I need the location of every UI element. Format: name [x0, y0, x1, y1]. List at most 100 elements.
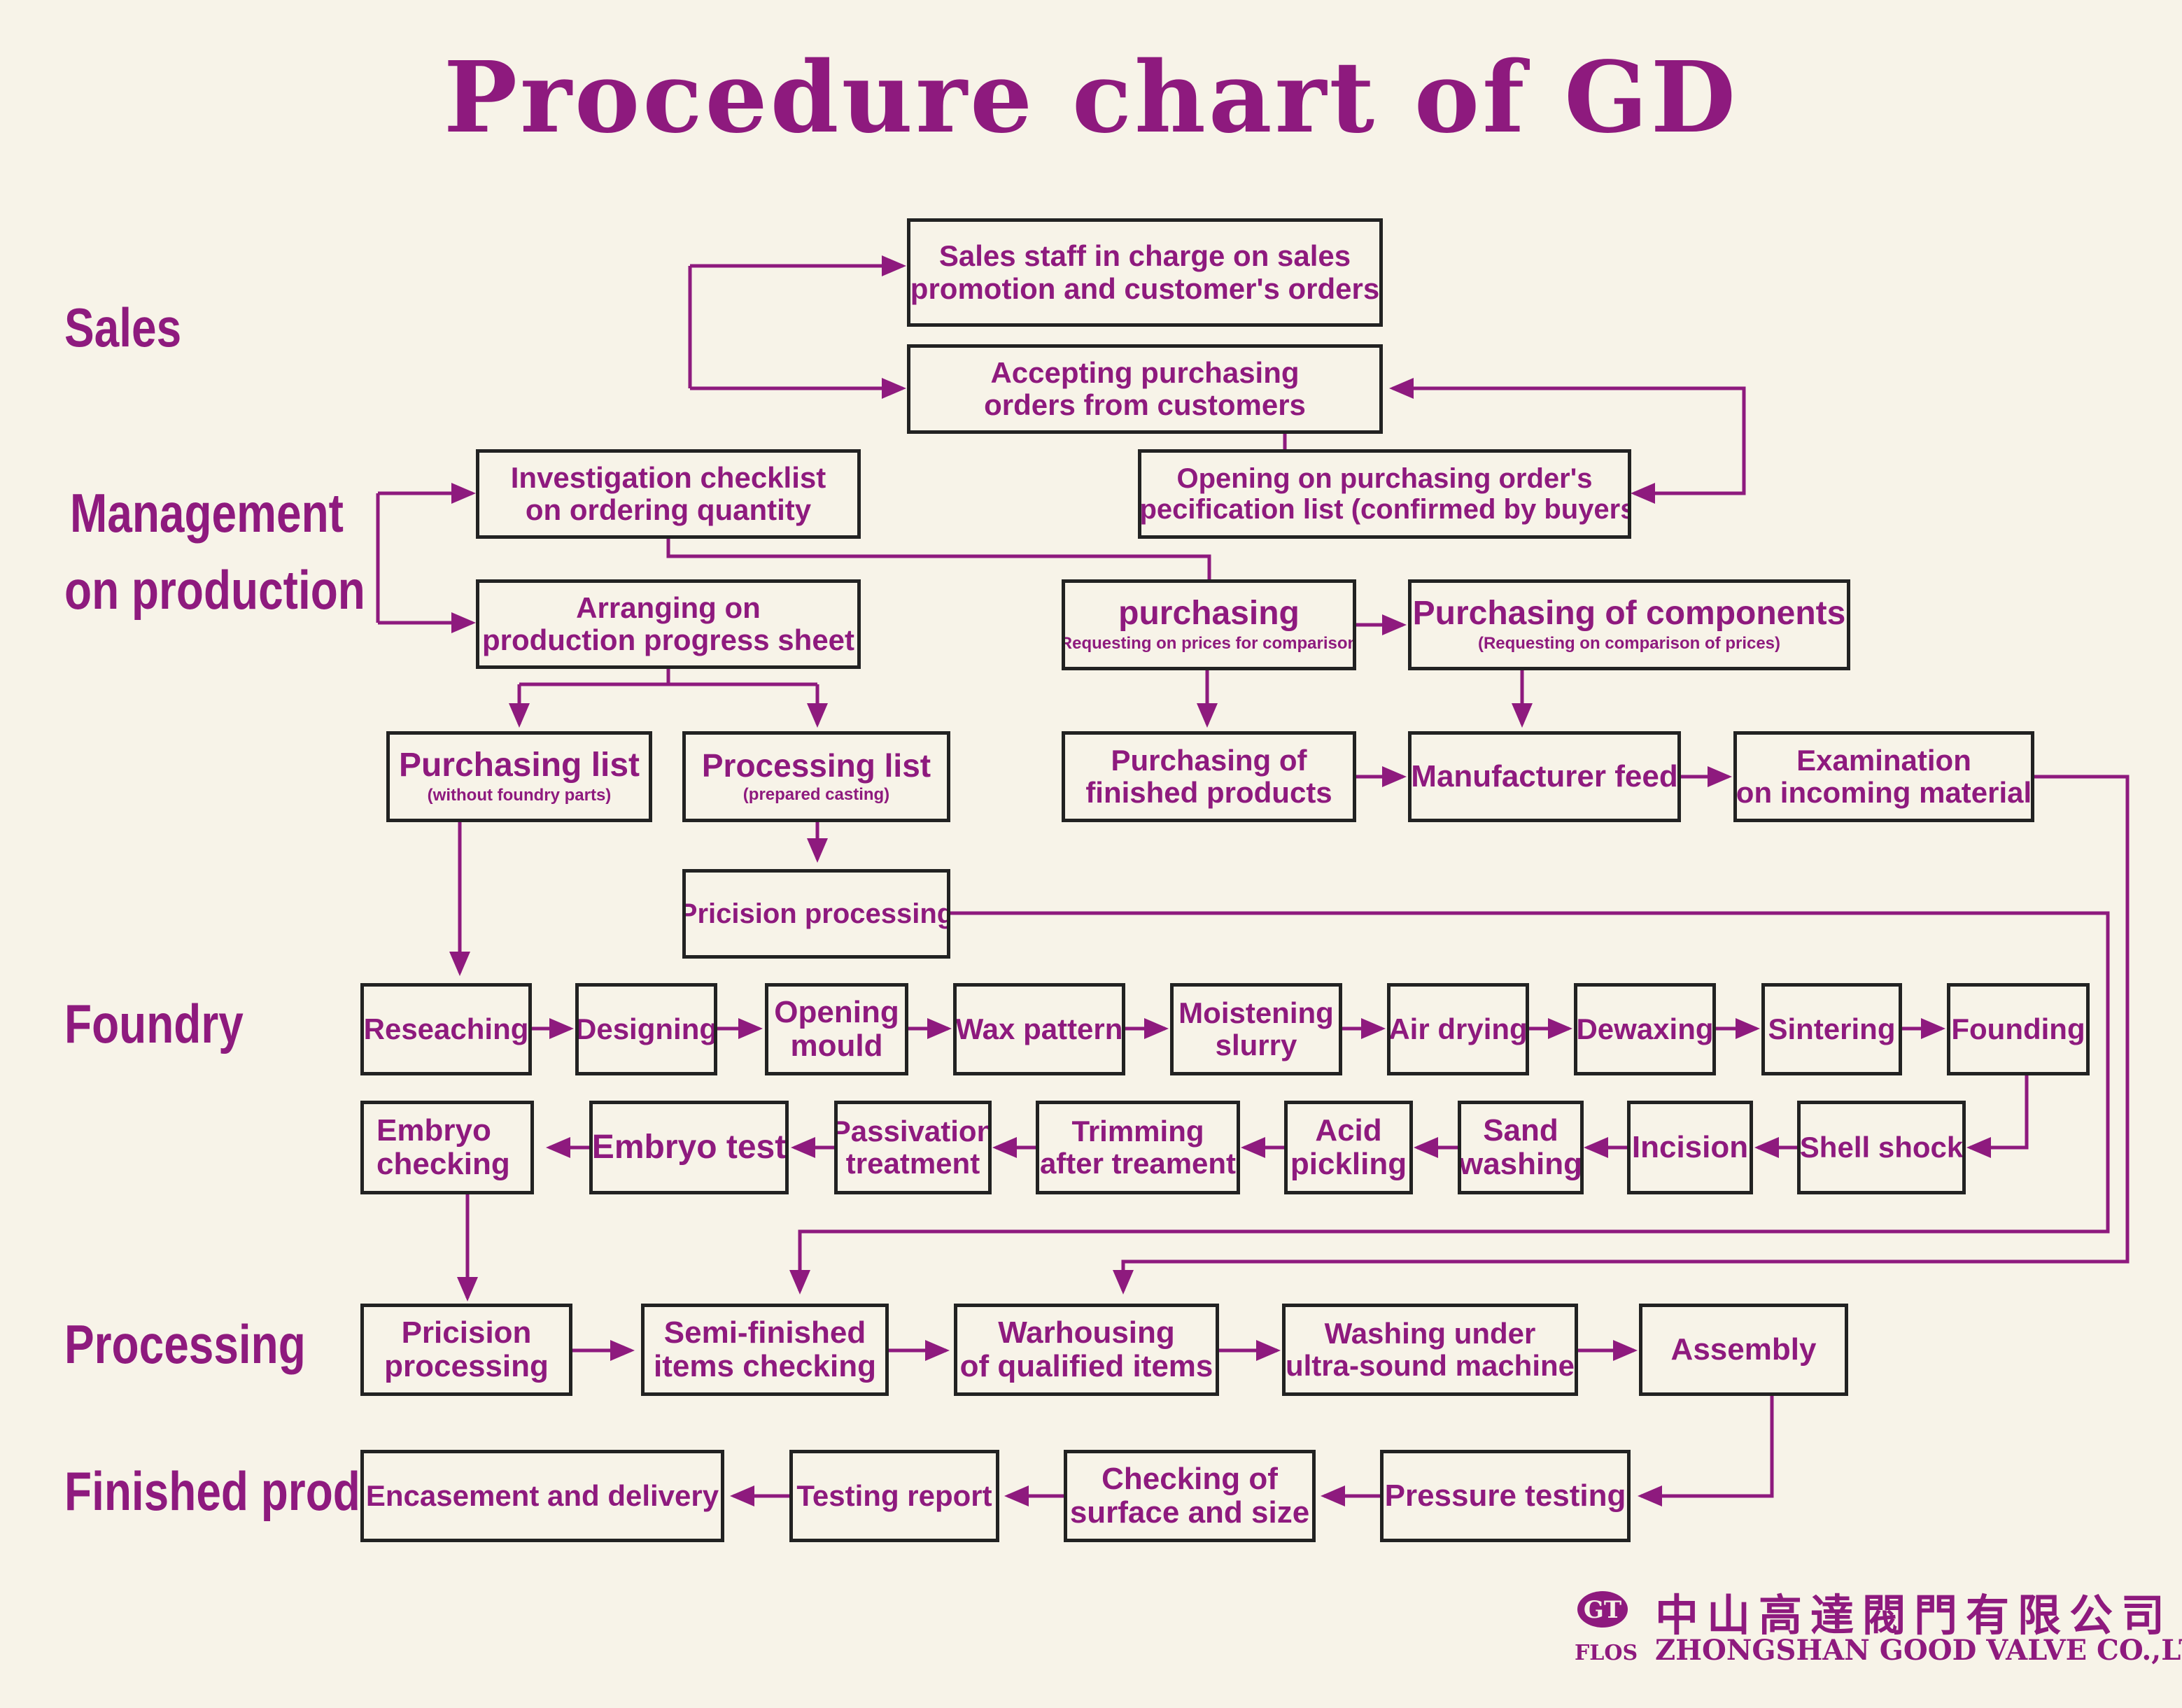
box-text: finished products	[1085, 776, 1332, 809]
box-purchasing-components: Purchasing of components (Requesting on …	[1408, 579, 1850, 670]
box-arranging-progress: Arranging on production progress sheet	[476, 579, 861, 669]
box-semi-finished-checking: Semi-finished items checking	[641, 1304, 889, 1396]
box-text: Sand	[1483, 1113, 1558, 1148]
box-pricision-processing-top: Pricision processing	[682, 869, 950, 959]
company-logo-icon: GT	[1577, 1591, 1628, 1628]
section-label-processing: Processing	[64, 1313, 306, 1375]
company-name-english: ZHONGSHAN GOOD VALVE CO.,LTD	[1655, 1634, 2182, 1667]
box-text: Accepting purchasing	[990, 355, 1300, 389]
logo-label: FLOS	[1575, 1641, 1638, 1665]
box-sintering: Sintering	[1761, 983, 1902, 1075]
box-text: after treament	[1039, 1147, 1237, 1180]
box-text: Warhousing	[998, 1315, 1175, 1350]
box-text: Pricision	[401, 1315, 532, 1350]
box-text: on ordering quantity	[525, 493, 812, 526]
box-text: orders from customers	[984, 388, 1306, 421]
page-title: Procedure chart of GD	[443, 41, 1739, 155]
box-text: Shell shock	[1799, 1130, 1964, 1164]
box-passivation-treatment: Passivation treatment	[834, 1101, 992, 1194]
box-subtext: (Requesting on comparison of prices)	[1477, 634, 1781, 653]
box-text: Sales staff in charge on sales	[938, 239, 1351, 273]
box-designing: Designing	[575, 983, 717, 1075]
box-encasement-delivery: Encasement and delivery	[360, 1450, 724, 1542]
box-trimming: Trimming after treament	[1036, 1101, 1240, 1194]
box-text: items checking	[654, 1349, 876, 1383]
box-text: slurry	[1215, 1029, 1297, 1061]
box-checking-surface-size: Checking of surface and size	[1064, 1450, 1316, 1542]
box-text: Opening on purchasing order's	[1176, 463, 1593, 494]
box-text: Sintering	[1768, 1012, 1896, 1045]
box-text: Opening	[774, 994, 899, 1029]
box-text: Moistening	[1178, 996, 1334, 1029]
box-text: Semi-finished	[663, 1315, 866, 1350]
box-text: Air drying	[1388, 1012, 1528, 1045]
box-text: Embryo test	[591, 1128, 787, 1166]
section-label-foundry: Foundry	[64, 993, 244, 1054]
box-text: Wax pattern	[955, 1012, 1123, 1045]
box-text: Reseaching	[363, 1012, 529, 1045]
box-text: Processing list	[701, 747, 931, 784]
box-text: promotion and customer's orders	[910, 271, 1380, 305]
box-text: on incoming material	[1736, 776, 2032, 809]
box-text: Testing report	[796, 1478, 992, 1512]
box-text: Examination	[1796, 743, 1971, 777]
box-text: production progress sheet	[481, 623, 855, 656]
box-wax-pattern: Wax pattern	[953, 983, 1125, 1075]
box-text: mould	[790, 1029, 883, 1063]
box-text: Checking of	[1101, 1461, 1278, 1496]
box-founding: Founding	[1947, 983, 2090, 1075]
box-text: Pricision processing	[682, 898, 950, 929]
section-label-management-2: on production	[64, 559, 365, 621]
box-text: ultra-sound machine	[1285, 1349, 1575, 1382]
box-text: purchasing	[1118, 595, 1300, 633]
box-text: Dewaxing	[1576, 1012, 1714, 1045]
box-purchasing-list: Purchasing list (without foundry parts)	[386, 731, 652, 822]
box-text: surface and size	[1069, 1495, 1310, 1530]
box-embryo-test: Embryo test	[589, 1101, 789, 1194]
box-testing-report: Testing report	[789, 1450, 999, 1542]
box-text: Encasement and delivery	[365, 1478, 719, 1512]
connector-pricision-to-semi-finished	[789, 911, 2110, 1294]
box-text: Purchasing list	[398, 747, 640, 784]
box-text: Pressure testing	[1384, 1478, 1626, 1513]
box-assembly: Assembly	[1639, 1304, 1848, 1396]
box-text: Investigation checklist	[510, 460, 826, 494]
connector-right-loop-to-opening	[1631, 388, 1746, 504]
company-name-chinese: 中山高達閥門有限公司	[1655, 1590, 2174, 1641]
box-incision: Incision	[1627, 1101, 1753, 1194]
box-text: Manufacturer feed	[1411, 758, 1678, 793]
box-text: treatment	[845, 1147, 980, 1180]
box-embryo-checking: Embryo checking	[360, 1101, 534, 1194]
connector-assembly-pressure	[1638, 1396, 1774, 1506]
box-text: Passivation	[834, 1114, 992, 1148]
box-moistening-slurry: Moistening slurry	[1170, 983, 1342, 1075]
box-text: washing	[1458, 1147, 1583, 1181]
box-purchasing-finished: Purchasing of finished products	[1062, 731, 1356, 822]
connector-examination-to-warhousing	[1113, 775, 2130, 1294]
box-text: Purchasing of components	[1412, 595, 1846, 633]
box-subtext: (without foundry parts)	[427, 786, 612, 805]
box-text: specification list (confirmed by buyers)	[1138, 494, 1631, 525]
box-text: Founding	[1951, 1012, 2085, 1045]
box-investigation-checklist: Investigation checklist on ordering quan…	[476, 449, 861, 539]
box-text: processing	[384, 1349, 549, 1383]
box-text: pickling	[1290, 1147, 1407, 1181]
box-text: Washing under	[1324, 1316, 1536, 1350]
box-text: Assembly	[1670, 1332, 1817, 1367]
box-text: Acid	[1315, 1113, 1382, 1148]
box-text: Trimming	[1071, 1114, 1204, 1148]
svg-text:GT: GT	[1584, 1596, 1621, 1624]
box-subtext: (prepared casting)	[742, 784, 890, 804]
box-processing-list: Processing list (prepared casting)	[682, 731, 950, 822]
box-text: Incision	[1631, 1129, 1749, 1164]
box-text: Designing	[575, 1012, 717, 1045]
box-text: of qualified items	[959, 1349, 1213, 1383]
box-pricision-processing: Pricision processing	[360, 1304, 572, 1396]
box-purchasing: purchasing (Requesting on prices for com…	[1062, 579, 1356, 670]
box-washing-ultrasound: Washing under ultra-sound machine	[1282, 1304, 1578, 1396]
box-opening-order-spec: Opening on purchasing order's specificat…	[1138, 449, 1631, 539]
box-examination: Examination on incoming material	[1733, 731, 2034, 822]
box-opening-mould: Opening mould	[765, 983, 908, 1075]
